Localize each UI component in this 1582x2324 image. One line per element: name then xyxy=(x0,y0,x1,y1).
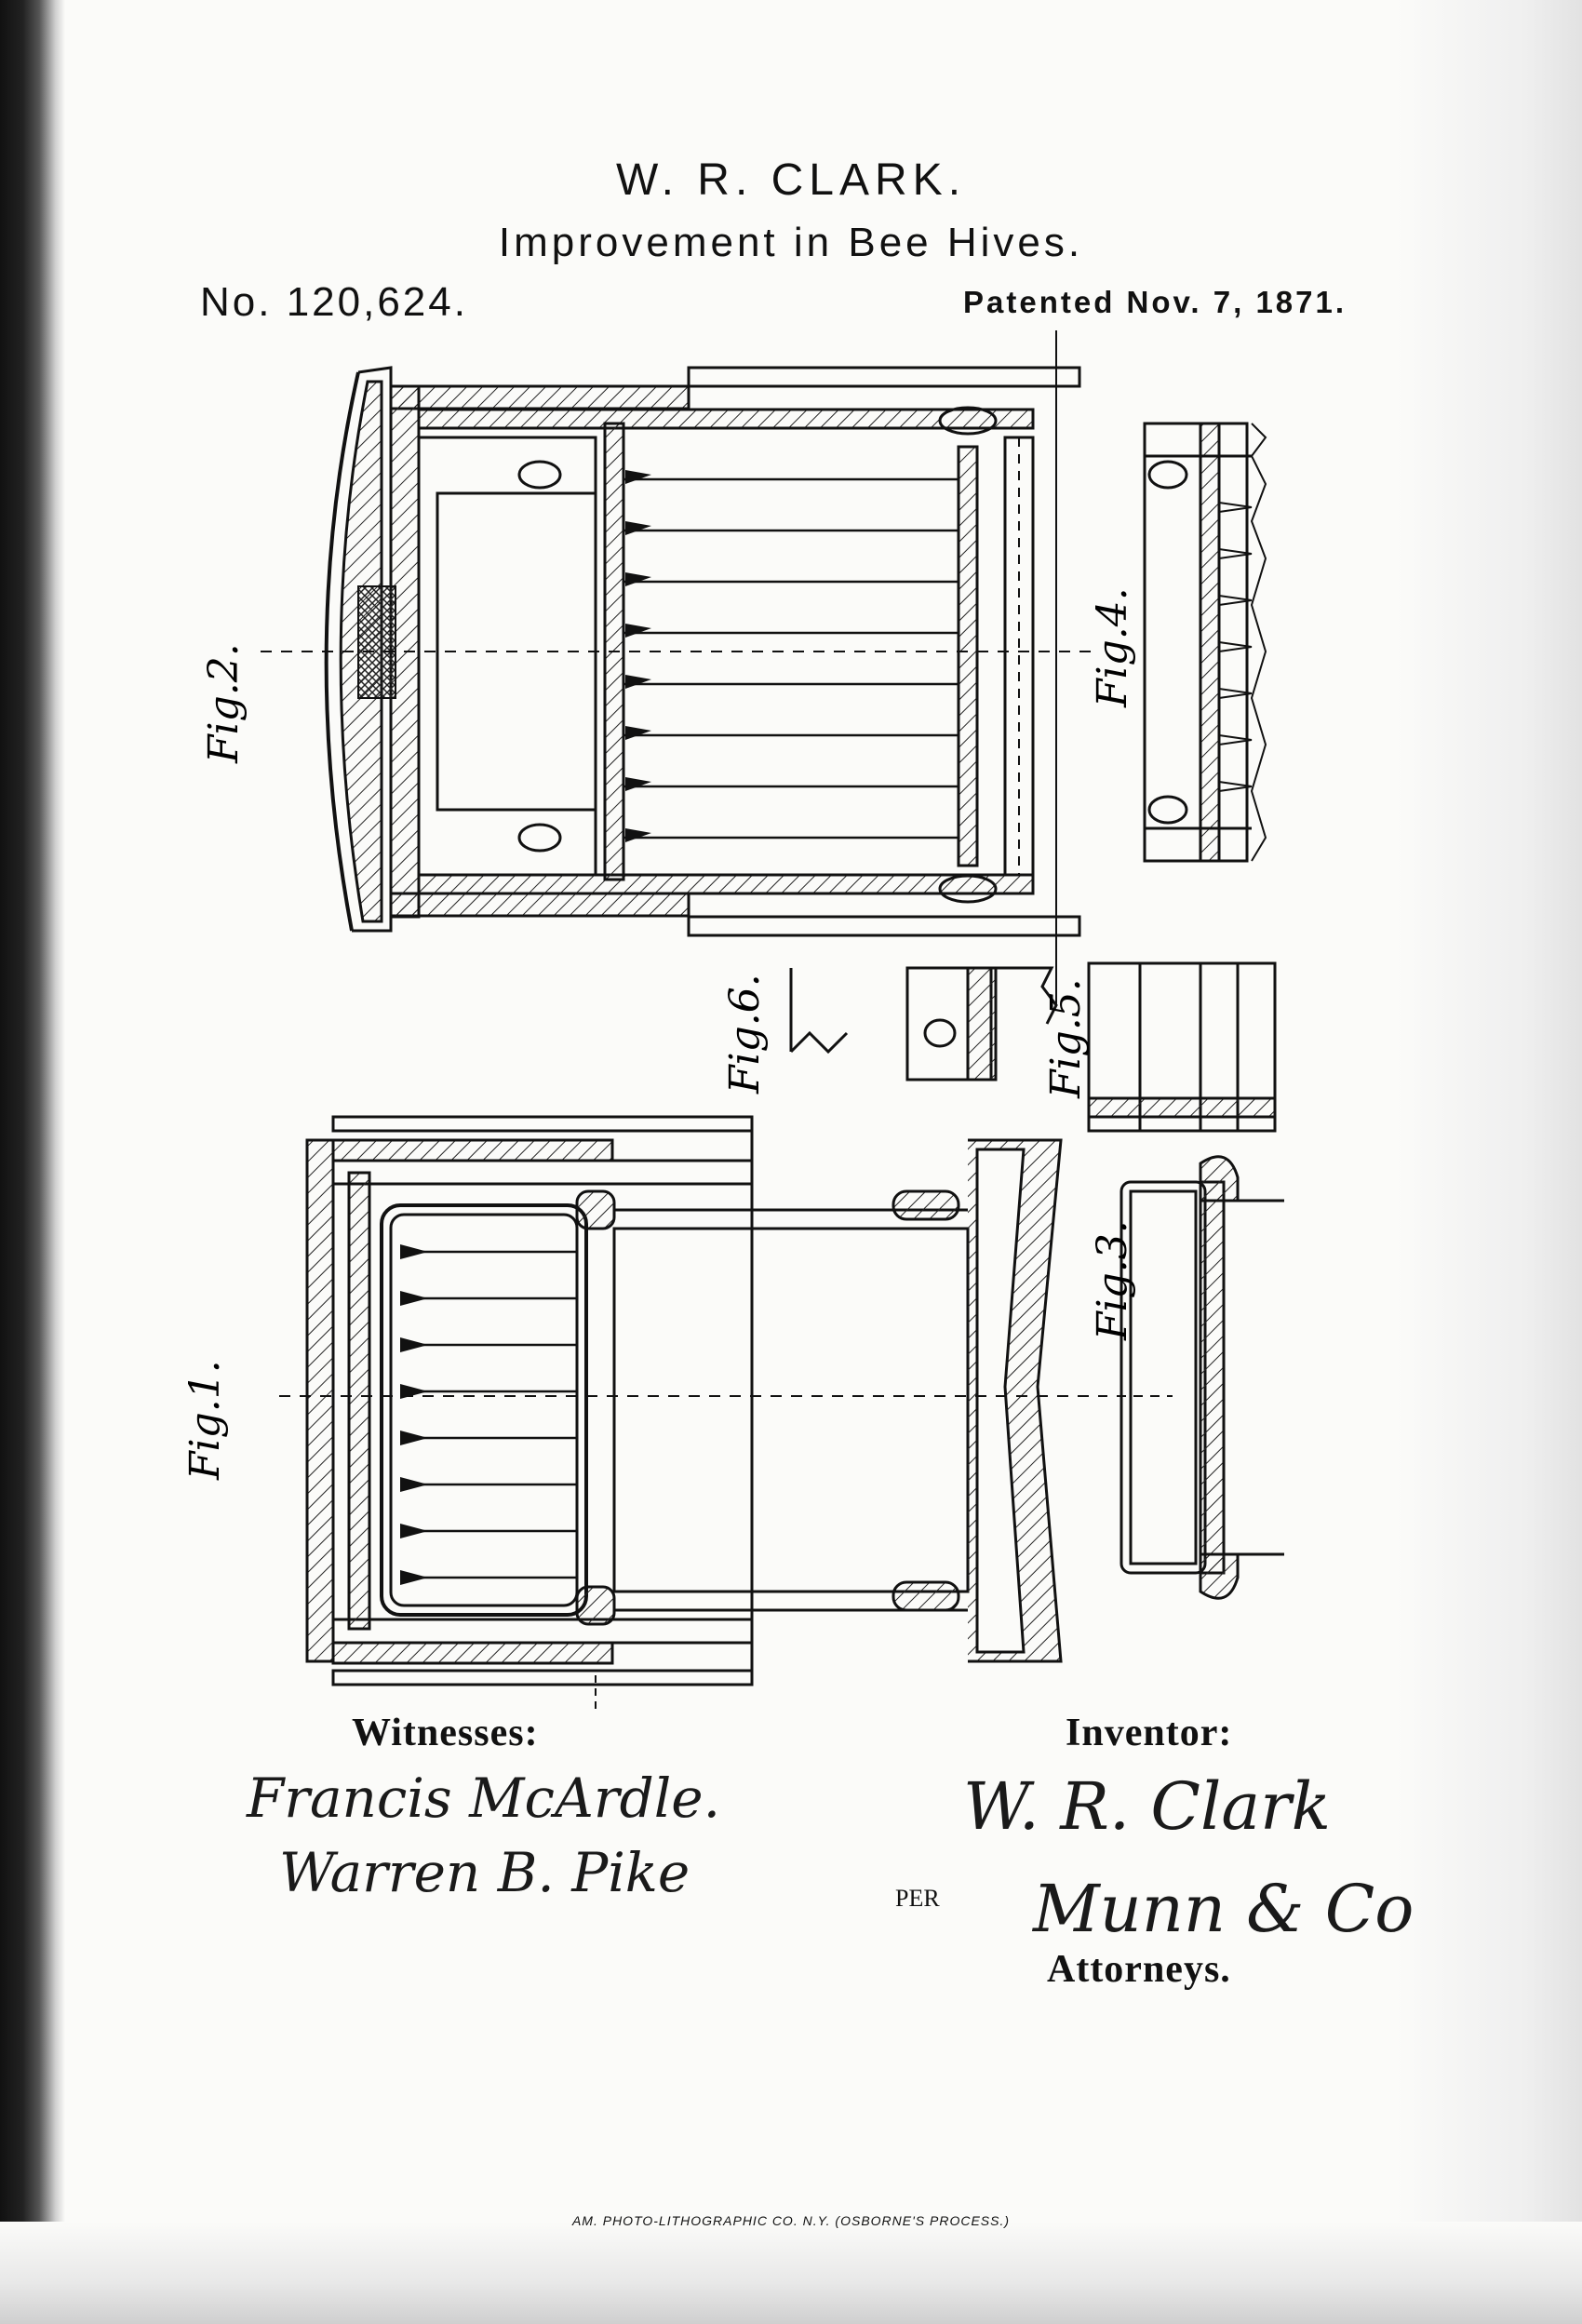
fig-2-label: Fig.2. xyxy=(200,643,248,764)
per-label: PER xyxy=(895,1885,940,1912)
attorney-signature: Munn & Co xyxy=(1033,1871,1414,1947)
inventor-signature: W. R. Clark xyxy=(963,1768,1331,1845)
figure-5-drawing xyxy=(1087,961,1277,1133)
figure-1-drawing xyxy=(279,1115,1107,1713)
figure-4-drawing xyxy=(1143,422,1267,863)
patent-date: Patented Nov. 7, 1871. xyxy=(963,285,1347,319)
lithographer-credit: AM. PHOTO-LITHOGRAPHIC CO. N.Y. (OSBORNE… xyxy=(571,2213,1011,2228)
scan-edge-left xyxy=(0,0,65,2324)
patent-number: No. 120,624. xyxy=(200,279,468,325)
witnesses-label: Witnesses: xyxy=(352,1712,539,1754)
inventor-label: Inventor: xyxy=(1066,1712,1233,1754)
fig-3-label: Fig.3. xyxy=(1089,1220,1136,1341)
invention-title: Improvement in Bee Hives. xyxy=(498,220,1084,265)
figure-3-drawing xyxy=(1117,1155,1284,1600)
fig-5-label: Fig.5. xyxy=(1042,978,1090,1099)
fig-4-label: Fig.4. xyxy=(1089,587,1136,708)
scan-edge-right xyxy=(1396,0,1582,2324)
witness-signature-2: Warren B. Pike xyxy=(279,1841,690,1904)
figure-2-drawing xyxy=(261,330,1098,1005)
inventor-name-heading: W. R. CLARK. xyxy=(615,155,967,205)
figure-6-drawing xyxy=(789,966,1058,1081)
witness-signature-1: Francis McArdle. xyxy=(247,1767,721,1830)
scan-edge-bottom xyxy=(0,2222,1582,2324)
fig-6-label: Fig.6. xyxy=(721,974,769,1095)
attorneys-label: Attorneys. xyxy=(1047,1948,1231,1991)
fig-1-label: Fig.1. xyxy=(181,1360,229,1481)
